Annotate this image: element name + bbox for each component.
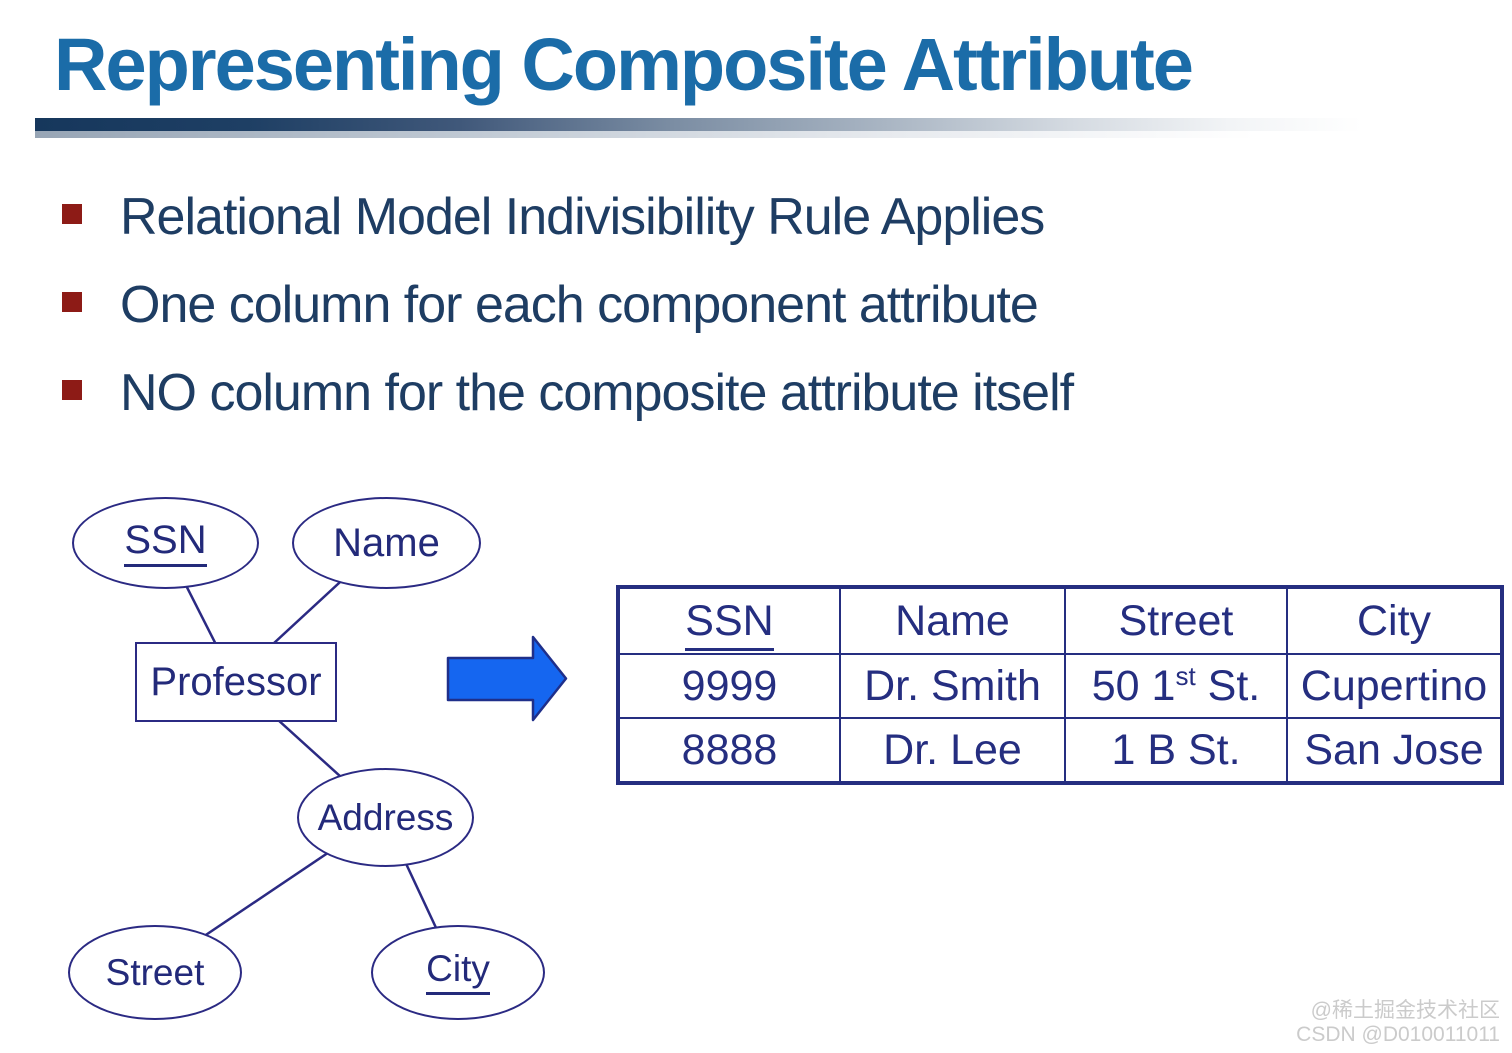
attribute-ellipse-street: Street bbox=[68, 925, 242, 1020]
street-text-pre: 50 1 bbox=[1091, 661, 1176, 710]
attribute-label-ssn: SSN bbox=[124, 519, 207, 567]
table-cell-city: San Jose bbox=[1286, 717, 1503, 784]
attribute-ellipse-address: Address bbox=[297, 768, 474, 867]
bullet-text: NO column for the composite attribute it… bbox=[120, 364, 1074, 422]
right-arrow-icon bbox=[446, 635, 568, 722]
bullet-text: Relational Model Indivisibility Rule App… bbox=[120, 188, 1045, 246]
table-cell-city: Cupertino bbox=[1286, 653, 1503, 719]
watermark: @稀土掘金技术社区 CSDN @D010011011 bbox=[1296, 999, 1500, 1047]
attribute-ellipse-name: Name bbox=[292, 497, 481, 589]
title-divider-bar bbox=[35, 118, 1362, 131]
entity-rectangle-professor: Professor bbox=[135, 642, 337, 722]
bullet-text: One column for each component attribute bbox=[120, 276, 1039, 334]
table-cell-name: Dr. Lee bbox=[839, 717, 1066, 784]
column-header-city: City bbox=[1286, 586, 1503, 655]
table-cell-street: 50 1st St. bbox=[1064, 653, 1288, 719]
table-cell-ssn: 8888 bbox=[617, 717, 841, 784]
table-cell-street: 1 B St. bbox=[1064, 717, 1288, 784]
column-header-name: Name bbox=[839, 586, 1066, 655]
attribute-label-city: City bbox=[426, 949, 490, 995]
table-row: 9999 Dr. Smith 50 1st St. Cupertino bbox=[617, 653, 1503, 719]
attribute-ellipse-city: City bbox=[371, 925, 545, 1020]
attribute-label-address: Address bbox=[317, 796, 454, 838]
street-text-post: St. bbox=[1195, 661, 1261, 710]
table-cell-ssn: 9999 bbox=[617, 653, 841, 719]
watermark-line1: @稀土掘金技术社区 bbox=[1310, 999, 1500, 1022]
table-header-row: SSN Name Street City bbox=[617, 586, 1503, 655]
watermark-line2: CSDN @D010011011 bbox=[1296, 1023, 1500, 1046]
column-header-street: Street bbox=[1064, 586, 1288, 655]
bullet-item: Relational Model Indivisibility Rule App… bbox=[62, 186, 1045, 248]
bullet-item: One column for each component attribute bbox=[62, 274, 1039, 336]
result-table: SSN Name Street City 9999 Dr. Smith 50 1… bbox=[616, 585, 1504, 785]
bullet-square-icon bbox=[62, 204, 82, 224]
entity-label-professor: Professor bbox=[150, 659, 322, 704]
column-header-ssn: SSN bbox=[617, 586, 841, 655]
attribute-ellipse-ssn: SSN bbox=[72, 497, 259, 589]
page-title: Representing Composite Attribute bbox=[54, 23, 1194, 106]
attribute-label-street: Street bbox=[105, 951, 205, 993]
table-cell-name: Dr. Smith bbox=[839, 653, 1066, 719]
attribute-label-name: Name bbox=[333, 520, 440, 565]
bullet-square-icon bbox=[62, 380, 82, 400]
bullet-square-icon bbox=[62, 292, 82, 312]
street-ordinal-superscript: st bbox=[1175, 660, 1196, 691]
column-header-ssn-label: SSN bbox=[685, 596, 774, 651]
table-row: 8888 Dr. Lee 1 B St. San Jose bbox=[617, 717, 1503, 784]
bullet-item: NO column for the composite attribute it… bbox=[62, 362, 1074, 424]
title-divider-shadow bbox=[35, 131, 1362, 138]
